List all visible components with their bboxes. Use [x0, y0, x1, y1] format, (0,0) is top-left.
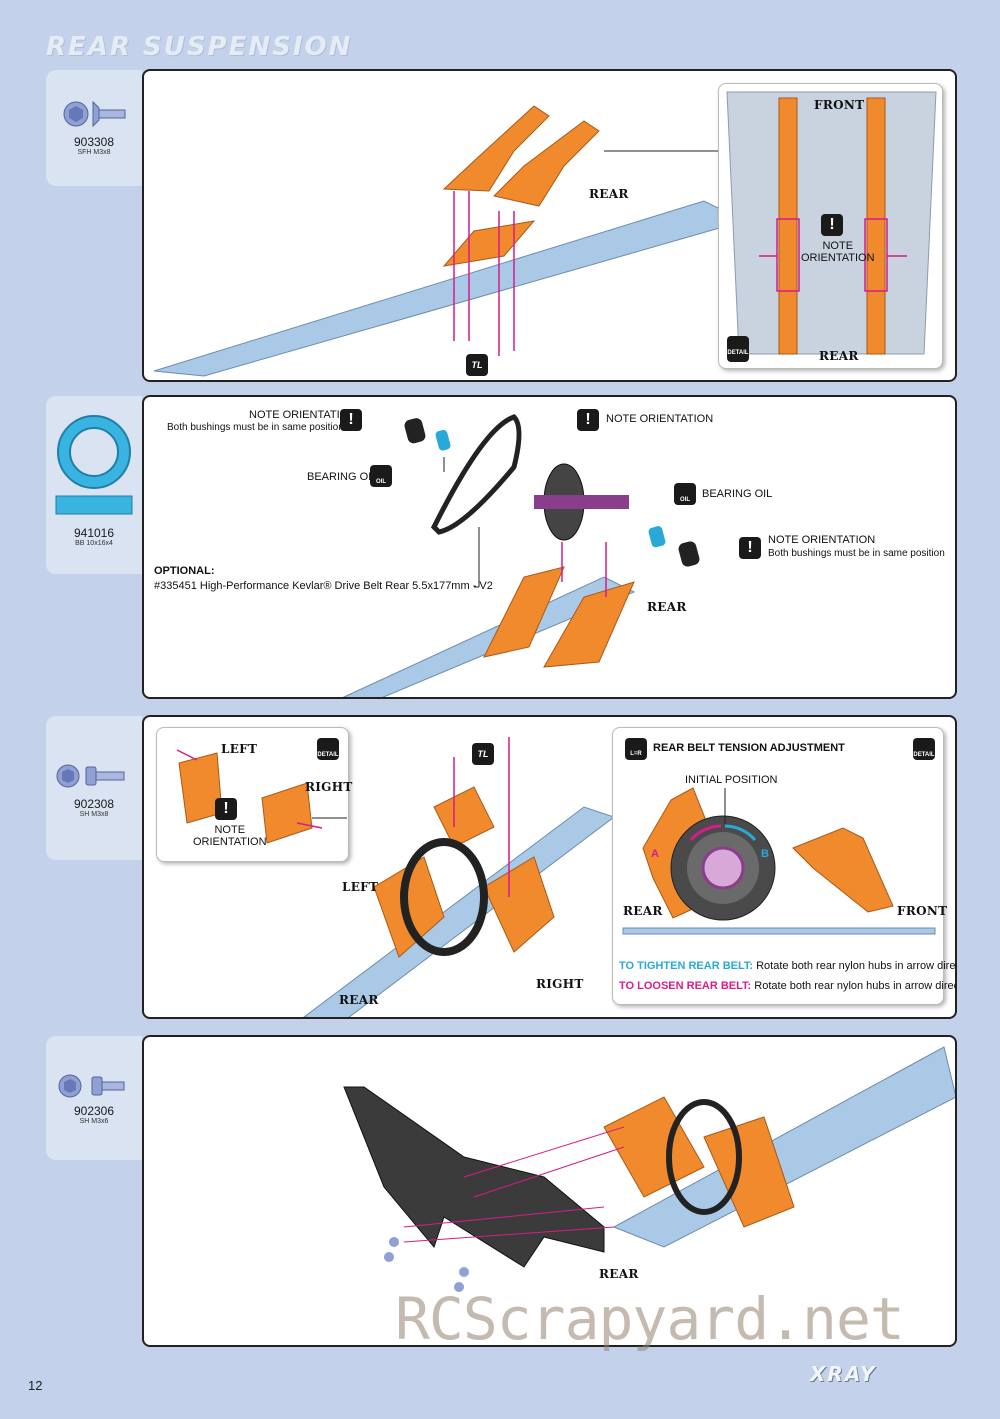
- part-desc: SH M3x6: [79, 1118, 109, 1125]
- thread-lock-icon: TL: [472, 743, 494, 765]
- front-label: FRONT: [814, 98, 865, 112]
- left-label: LEFT: [342, 880, 379, 894]
- note-orientation-diff: NOTE ORIENTATION: [606, 413, 714, 425]
- thread-lock-icon: TL: [466, 354, 488, 376]
- rear-detail-label: REAR: [819, 349, 859, 363]
- front-label: FRONT: [897, 904, 948, 918]
- note-orientation-title: NOTE ORIENTATION: [768, 534, 876, 546]
- part-box-941016: 941016 BB 10x16x4: [46, 396, 142, 574]
- detail-magnifier-icon: DETAIL: [913, 738, 935, 760]
- bearing-oil-label: BEARING OIL: [307, 471, 378, 483]
- note-orientation-text: Both bushings must be in same position: [167, 422, 344, 433]
- assembly-illustration: [303, 737, 616, 1017]
- warning-icon: !: [821, 214, 843, 236]
- detail-magnifier-icon: DETAIL: [317, 738, 339, 760]
- detail-box-orientation: FRONT ! NOTE ORIENTATION REAR DETAIL: [718, 83, 943, 369]
- part-desc: SFH M3x8: [77, 149, 111, 156]
- part-code: 903308: [73, 135, 115, 149]
- rear-label: REAR: [339, 993, 379, 1007]
- warning-icon: !: [577, 409, 599, 431]
- part-desc: SH M3x8: [79, 811, 109, 818]
- tension-title: REAR BELT TENSION ADJUSTMENT: [653, 742, 845, 754]
- differential-belt-illustration: [342, 414, 700, 697]
- tension-illustration: [622, 787, 936, 935]
- warning-icon: !: [739, 537, 761, 559]
- left-label: LEFT: [221, 742, 258, 756]
- step-2-panel: NOTE ORIENTATION Both bushings must be i…: [142, 395, 957, 699]
- step-3-panel: TL LEFT RIGHT REAR LEFT RIGHT ! NOTE ORI…: [142, 715, 957, 1019]
- right-label: RIGHT: [536, 977, 584, 991]
- loosen-text: Rotate both rear nylon hubs in arrow dir…: [754, 980, 957, 992]
- warning-icon: !: [215, 798, 237, 820]
- part-desc: BB 10x16x4: [75, 540, 113, 547]
- page-title: REAR SUSPENSION: [46, 32, 353, 62]
- optional-title: OPTIONAL:: [154, 565, 215, 577]
- bearing-oil-label: BEARING OIL: [702, 488, 773, 500]
- belt-tension-box: L=R REAR BELT TENSION ADJUSTMENT DETAIL …: [612, 727, 955, 1005]
- warning-icon: !: [340, 409, 362, 431]
- chassis-plate-illustration: [153, 105, 746, 377]
- lr-icon: L=R: [625, 738, 647, 760]
- left-right-parts-illustration: [176, 749, 347, 844]
- brand-logo: XRAY: [810, 1362, 877, 1386]
- bearing-icon: [55, 415, 133, 515]
- page-number: 12: [28, 1378, 43, 1393]
- rear-label: REAR: [623, 904, 663, 918]
- loosen-label: TO LOOSEN REAR BELT:: [619, 980, 752, 992]
- part-code: 941016: [73, 526, 115, 540]
- detail-box-left-right: LEFT RIGHT ! NOTE ORIENTATION DETAIL: [156, 727, 352, 862]
- part-code: 902308: [73, 797, 115, 811]
- oil-icon: OIL: [370, 465, 392, 487]
- loosen-instruction: TO LOOSEN REAR BELT: Rotate both rear ny…: [619, 980, 957, 992]
- note-orientation-label: NOTE ORIENTATION: [193, 824, 267, 848]
- shock-tower-illustration: [343, 1046, 955, 1292]
- part-box-902308: 902308 SH M3x8: [46, 716, 142, 860]
- flat-head-screw-icon: [63, 100, 126, 128]
- note-orientation-text: Both bushings must be in same position: [768, 548, 945, 559]
- step-4-panel: REAR: [142, 1035, 957, 1347]
- rear-label: REAR: [647, 600, 687, 614]
- oil-icon: OIL: [674, 483, 696, 505]
- initial-position-label: INITIAL POSITION: [685, 774, 778, 786]
- tighten-label: TO TIGHTEN REAR BELT:: [619, 960, 754, 972]
- note-orientation-label: NOTE ORIENTATION: [801, 240, 875, 264]
- note-orientation-title: NOTE ORIENTATION: [249, 409, 357, 421]
- tighten-instruction: TO TIGHTEN REAR BELT: Rotate both rear n…: [619, 960, 957, 972]
- direction-a-label: A: [651, 848, 659, 860]
- watermark: RCScrapyard.net: [395, 1285, 905, 1353]
- optional-text: #335451 High-Performance Kevlar® Drive B…: [154, 580, 493, 592]
- rear-label: REAR: [599, 1267, 639, 1281]
- detail-magnifier-icon: DETAIL: [727, 336, 749, 362]
- socket-head-screw-icon: [58, 1074, 125, 1098]
- rear-label: REAR: [589, 187, 629, 201]
- direction-b-label: B: [761, 848, 769, 860]
- part-box-902306: 902306 SH M3x6: [46, 1036, 142, 1160]
- part-code: 902306: [73, 1104, 115, 1118]
- socket-head-screw-icon: [56, 764, 125, 788]
- step-1-panel: REAR TL FRONT ! NOTE ORIENTATION REAR DE…: [142, 69, 957, 382]
- tighten-text: Rotate both rear nylon hubs in arrow dir…: [756, 960, 957, 972]
- right-label: RIGHT: [305, 780, 353, 794]
- part-box-903308: 903308 SFH M3x8: [46, 70, 142, 186]
